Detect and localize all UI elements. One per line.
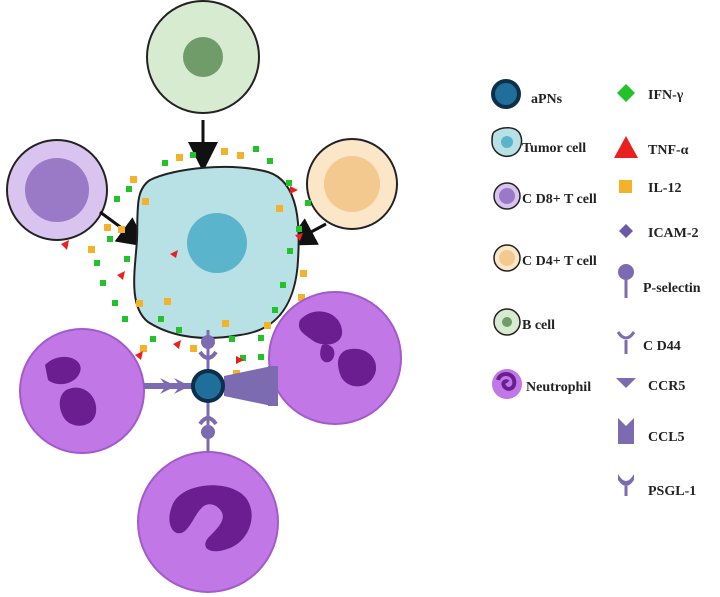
legend-label-p-selectin: P-selectin [643,281,701,296]
b-cell-icon [493,308,521,336]
legend-label-tumor-cell: Tumor cell [522,141,586,156]
lollipop-icon [618,264,634,298]
y-receptor-icon [616,331,636,354]
red-triangle-icon [614,136,638,158]
legend-label-ifn-gamma: IFN-γ [648,88,684,103]
green-diamond-icon [617,84,635,102]
receptors [144,330,278,452]
neutrophil-right [268,291,402,425]
cd4-t-cell [306,138,398,230]
tumor-cell-icon [491,127,523,158]
legend-label-tnf-alpha: TNF-α [648,143,689,158]
cd4-t-cell-icon [493,244,521,272]
legend-label-psgl-1: PSGL-1 [648,484,696,499]
legend-label-cd44: C D44 [643,339,681,354]
legend-label-apns: aPNs [531,92,563,107]
apn-particle [191,369,225,403]
legend-label-icam-2: ICAM-2 [648,226,699,241]
neutrophil-bottom [137,451,279,593]
legend-label-ccr5: CCR5 [648,379,685,394]
apn-icon [491,79,521,109]
legend-label-il-12: IL-12 [648,181,681,196]
chevron-receptor-icon [616,378,636,388]
cd8-t-cell [6,139,108,241]
purple-diamond-icon [619,224,633,238]
neutrophil-icon [492,369,522,399]
b-cell [146,0,260,114]
legend-label-cd8-t-cell: C D8+ T cell [522,192,597,207]
legend-label-b-cell: B cell [522,318,555,333]
orange-square-icon [619,180,632,193]
legend: aPNs Tumor cell C D8+ T cell C D4+ T cel… [491,79,701,499]
neutrophil-left [19,328,145,454]
cd8-t-cell-icon [493,182,521,210]
legend-label-cd4-t-cell: C D4+ T cell [522,254,597,269]
legend-label-neutrophil: Neutrophil [526,380,591,395]
notched-block-icon [618,418,634,444]
legend-label-ccl5: CCL5 [648,430,685,445]
tumor-cell [133,165,300,339]
cup-receptor-icon [618,474,634,496]
